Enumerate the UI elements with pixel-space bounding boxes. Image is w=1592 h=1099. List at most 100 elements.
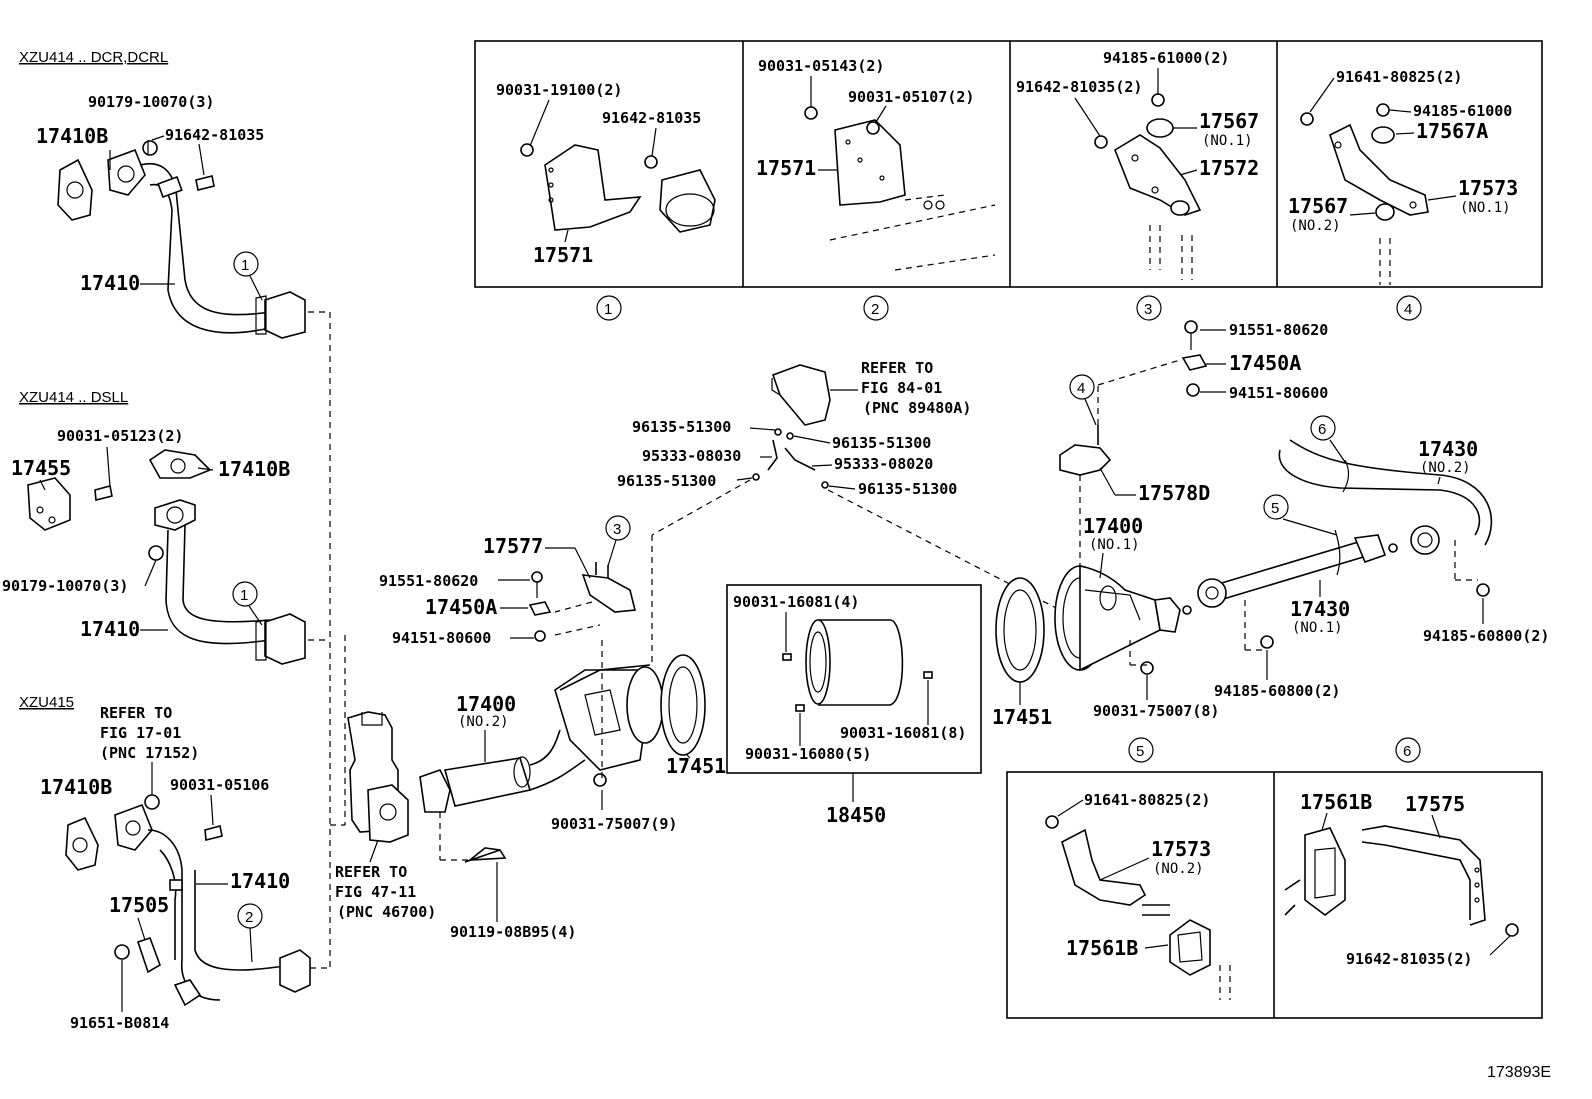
label-c-17451: 17451 [666, 754, 726, 778]
label-b4-17573: 17573 [1458, 176, 1518, 200]
label-c-no2: (NO.2) [458, 714, 509, 730]
callout-circle-3-center [605, 515, 631, 541]
box3-callout-num: 3 [1144, 301, 1152, 318]
label-b3-17572: 17572 [1199, 156, 1259, 180]
label-r-17450a: 17450A [1229, 351, 1301, 375]
label-17455: 17455 [11, 456, 71, 480]
label-b4-no1: (NO.1) [1460, 200, 1511, 216]
label-17410-top: 17410 [80, 271, 140, 295]
label-c-91551-80620: 91551-80620 [379, 572, 478, 590]
label-17410-mid: 17410 [80, 617, 140, 641]
bracket-17578d-drawing [1059, 425, 1112, 476]
box4-callout-circle [1396, 295, 1422, 321]
callout-num-1-mid: 1 [240, 587, 248, 604]
header-xzu414-dsll: XZU414 .. DSLL [19, 389, 128, 406]
label-r-17451: 17451 [992, 705, 1052, 729]
label-17410b-top: 17410B [36, 124, 108, 148]
callout-circle-1-top [233, 251, 259, 277]
label-b2-17571: 17571 [756, 156, 816, 180]
label-90179-10070-3-mid: 90179-10070(3) [2, 577, 128, 595]
front-pipe-mid-drawing [27, 449, 306, 665]
box1-drawing [520, 143, 716, 233]
label-b6-17561b: 17561B [1300, 790, 1372, 814]
box5-drawing [1045, 815, 1231, 1000]
label-b3-91642-81035-2: 91642-81035(2) [1016, 78, 1142, 96]
header-xzu414-dcr: XZU414 .. DCR,DCRL [19, 49, 168, 66]
label-s-90031-16081-8: 90031-16081(8) [840, 724, 966, 742]
box6-drawing [1284, 825, 1519, 937]
label-b3-no1: (NO.1) [1202, 133, 1253, 149]
label-b1-90031-19100-2: 90031-19100(2) [496, 81, 622, 99]
label-r-17400: 17400 [1083, 514, 1143, 538]
ref-fig84-line3: (PNC 89480A) [863, 399, 971, 417]
ref-fig84-line2: FIG 84-01 [861, 379, 942, 397]
label-b6-91642-81035-2: 91642-81035(2) [1346, 950, 1472, 968]
ref-fig84-line1: REFER TO [861, 359, 933, 377]
label-r-17430-top: 17430 [1418, 437, 1478, 461]
box2-callout-num: 2 [871, 301, 879, 318]
gasket-17451-left-drawing [660, 654, 706, 756]
label-r-94185-60800-2b: 94185-60800(2) [1214, 682, 1340, 700]
label-90031-05123-2: 90031-05123(2) [57, 427, 183, 445]
label-17577: 17577 [483, 534, 543, 558]
label-b1-17571: 17571 [533, 243, 593, 267]
label-b5-91641-80825-2: 91641-80825(2) [1084, 791, 1210, 809]
front-pipe-top-drawing [57, 140, 306, 339]
header-xzu415: XZU415 [19, 694, 74, 711]
label-b4-94185-61000: 94185-61000 [1413, 102, 1512, 120]
label-95333-08030: 95333-08030 [642, 447, 741, 465]
callout-num-1-top: 1 [241, 257, 249, 274]
label-c-94151-80600: 94151-80600 [392, 629, 491, 647]
label-17410b-bot: 17410B [40, 775, 112, 799]
label-c-90031-75007-9: 90031-75007(9) [551, 815, 677, 833]
callout-num-5-right: 5 [1271, 500, 1279, 517]
label-96135-51300-c: 96135-51300 [617, 472, 716, 490]
tailpipe-17430-no2-drawing [1278, 439, 1493, 555]
box4-callout-num: 4 [1404, 301, 1412, 318]
label-b6-17575: 17575 [1405, 792, 1465, 816]
box2-drawing [804, 106, 996, 271]
label-r-91551-80620: 91551-80620 [1229, 321, 1328, 339]
label-r-17430-mid: 17430 [1290, 597, 1350, 621]
label-s-18450: 18450 [826, 803, 886, 827]
label-90031-05106: 90031-05106 [170, 776, 269, 794]
label-c-17400: 17400 [456, 692, 516, 716]
label-17410b-mid: 17410B [218, 457, 290, 481]
callout-num-4-right: 4 [1077, 380, 1085, 397]
label-b4-17567a: 17567A [1416, 119, 1488, 143]
center-bracket-17577-drawing [581, 562, 637, 613]
label-s-90031-16081-4: 90031-16081(4) [733, 593, 859, 611]
label-b4-no2: (NO.2) [1290, 218, 1341, 234]
box1-callout-num: 1 [604, 301, 612, 318]
callout-circle-5-bottom [1128, 737, 1154, 763]
tailpipe-17430-no1-drawing [1197, 529, 1398, 608]
label-b2-90031-05143-2: 90031-05143(2) [758, 57, 884, 75]
callout-num-3-center: 3 [613, 521, 621, 538]
label-r-94185-60800-2a: 94185-60800(2) [1423, 627, 1549, 645]
label-b3-17567: 17567 [1199, 109, 1259, 133]
box3-drawing [1094, 93, 1202, 280]
center-bracket-drawing [752, 364, 831, 489]
label-95333-08020: 95333-08020 [834, 455, 933, 473]
callout-num-6-bottom: 6 [1403, 743, 1411, 760]
figure-id: 173893E [1487, 1064, 1551, 1081]
bolt-90119-drawing [464, 847, 507, 863]
label-r-no1b: (NO.1) [1292, 620, 1343, 636]
callout-num-6-right: 6 [1318, 421, 1326, 438]
ref-fig47-line2: FIG 47-11 [335, 883, 416, 901]
label-17505: 17505 [109, 893, 169, 917]
callout-circle-5-right [1263, 494, 1289, 520]
gasket-17451-right-drawing [995, 577, 1045, 683]
label-90179-10070-3-top: 90179-10070(3) [88, 93, 214, 111]
label-r-17578d: 17578D [1138, 481, 1210, 505]
sleeve-box [726, 584, 982, 774]
converter-no1-drawing [1054, 565, 1192, 672]
callout-num-2-left: 2 [245, 909, 253, 926]
callout-circle-6-bottom [1395, 737, 1421, 763]
sleeve-18450-drawing [782, 619, 933, 712]
label-b4-17567: 17567 [1288, 194, 1348, 218]
label-r-90031-75007-8: 90031-75007(8) [1093, 702, 1219, 720]
label-91651-b0814: 91651-B0814 [70, 1014, 169, 1032]
label-c-90119-08b95-4: 90119-08B95(4) [450, 923, 576, 941]
